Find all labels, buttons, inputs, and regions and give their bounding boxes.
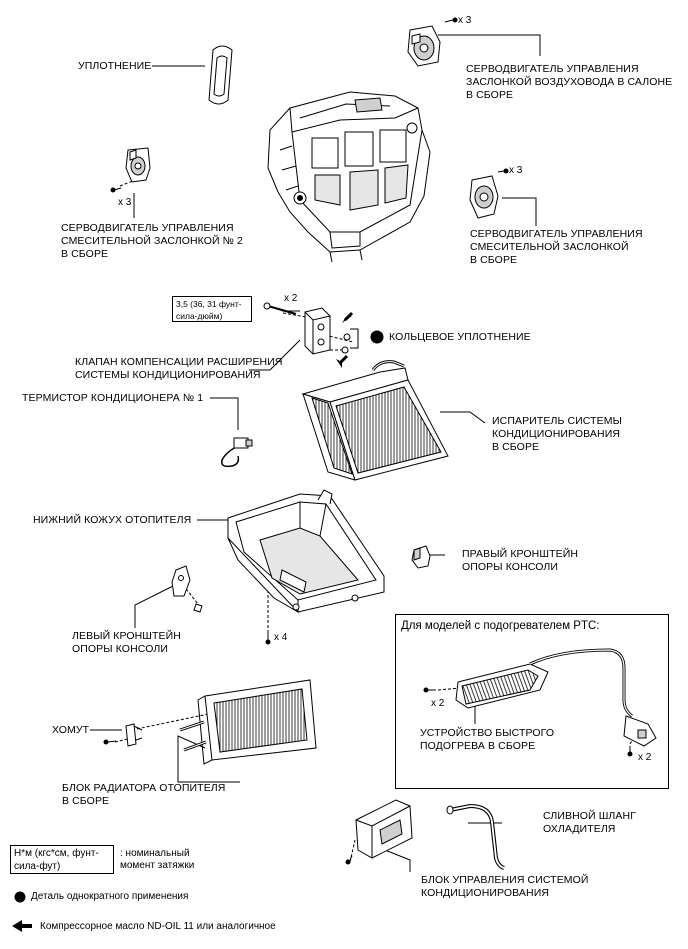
left-bracket-part (171, 565, 203, 613)
valve-bolt-part (263, 302, 297, 315)
qty-valve-bolt: x 2 (284, 293, 298, 304)
oil-arrow-icon (336, 311, 354, 368)
right-bracket-part (411, 545, 431, 569)
legend-single-use-icon (14, 891, 26, 903)
torque-spec: 3,5 (36, 31 фунт- сила-дюйм) (172, 296, 252, 322)
label-servo-cabin-duct: СЕРВОДВИГАТЕЛЬ УПРАВЛЕНИЯ ЗАСЛОНКОЙ ВОЗД… (466, 63, 673, 101)
ptc-section-title: Для моделей с подогревателем PTC: (401, 620, 600, 632)
single-use-icon (370, 330, 384, 344)
servo-cabin-duct-part (407, 17, 458, 67)
legend-oil-text: Компрессорное масло ND-OIL 11 или аналог… (40, 921, 276, 932)
label-lower-case: НИЖНИЙ КОЖУХ ОТОПИТЕЛЯ (33, 514, 192, 526)
heater-core-part (179, 679, 317, 765)
drain-hose-part (446, 803, 505, 870)
o-ring-part (341, 328, 359, 354)
label-right-bracket: ПРАВЫЙ КРОНШТЕЙН ОПОРЫ КОНСОЛИ (462, 548, 579, 573)
hvac-housing-part (267, 91, 431, 263)
qty-ptc-right: x 2 (638, 752, 652, 763)
quick-heater-part (423, 648, 657, 757)
lower-case-part (227, 489, 385, 614)
label-servo-mix-2: СЕРВОДВИГАТЕЛЬ УПРАВЛЕНИЯ СМЕСИТЕЛЬНОЙ З… (61, 222, 243, 260)
label-seal: УПЛОТНЕНИЕ (78, 60, 152, 72)
servo-mix-2-part (110, 147, 151, 193)
legend-oil-arrow-icon (12, 920, 32, 932)
legend-units-box: Н*м (кгс*см, фунт- сила-фут) (10, 845, 114, 874)
qty-ptc-left: x 2 (431, 698, 445, 709)
servo-mix-part (469, 168, 509, 219)
label-thermistor: ТЕРМИСТОР КОНДИЦИОНЕРА № 1 (22, 392, 204, 404)
leader-lines (90, 34, 541, 872)
label-o-ring: КОЛЬЦЕВОЕ УПЛОТНЕНИЕ (389, 331, 531, 343)
legend-units-desc: : номинальный момент затяжки (120, 848, 195, 871)
label-drain-hose: СЛИВНОЙ ШЛАНГ ОХЛАДИТЕЛЯ (543, 810, 636, 835)
qty-servo-cabin: x 3 (458, 15, 472, 26)
evaporator-part (301, 360, 449, 481)
label-left-bracket: ЛЕВЫЙ КРОНШТЕЙН ОПОРЫ КОНСОЛИ (72, 630, 181, 655)
expansion-valve-part (304, 307, 331, 355)
qty-lower-case: x 4 (274, 632, 288, 643)
ac-control-unit-part (345, 799, 413, 865)
qty-servo-mix-2: x 3 (118, 197, 132, 208)
ptc-section (395, 614, 669, 789)
clamp-part (103, 723, 143, 747)
label-heater-core: БЛОК РАДИАТОРА ОТОПИТЕЛЯ В СБОРЕ (62, 782, 226, 807)
label-clamp: ХОМУТ (52, 724, 90, 736)
label-quick-heater: УСТРОЙСТВО БЫСТРОГО ПОДОГРЕВА В СБОРЕ (420, 727, 555, 752)
label-evaporator: ИСПАРИТЕЛЬ СИСТЕМЫ КОНДИЦИОНИРОВАНИЯ В С… (492, 415, 622, 453)
legend-single-use-text: Деталь однократного применения (31, 891, 189, 902)
label-servo-mix: СЕРВОДВИГАТЕЛЬ УПРАВЛЕНИЯ СМЕСИТЕЛЬНОЙ З… (470, 228, 643, 266)
label-ac-control-unit: БЛОК УПРАВЛЕНИЯ СИСТЕМОЙ КОНДИЦИОНИРОВАН… (421, 874, 589, 899)
qty-servo-mix: x 3 (509, 165, 523, 176)
thermistor-part (220, 437, 253, 468)
label-expansion-valve: КЛАПАН КОМПЕНСАЦИИ РАСШИРЕНИЯ СИСТЕМЫ КО… (75, 356, 283, 381)
seal-part (208, 45, 233, 105)
lower-case-screw-part (265, 632, 271, 645)
